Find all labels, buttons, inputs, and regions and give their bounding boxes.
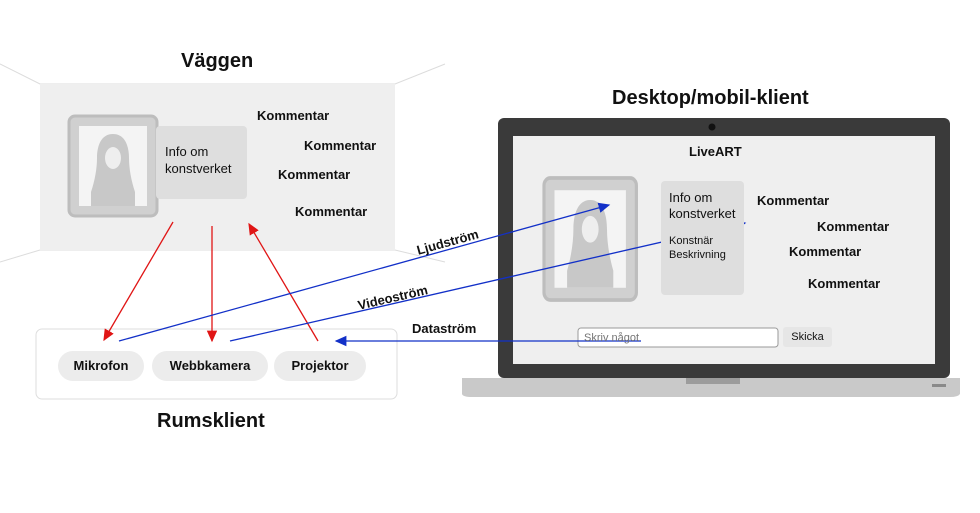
wall-comment: Kommentar — [257, 108, 330, 123]
desktop-title: Desktop/mobil-klient — [612, 87, 809, 109]
message-input[interactable] — [579, 329, 778, 346]
arrow-audio-stream — [118, 202, 611, 342]
wall-title: Väggen — [181, 50, 254, 72]
laptop-led — [932, 384, 946, 387]
room-client-title: Rumsklient — [157, 410, 265, 432]
laptop-camera-icon — [708, 123, 716, 131]
desktop-comment: Kommentar — [757, 193, 830, 208]
desktop-info-line-1: Info om — [669, 190, 713, 205]
desktop-send-bg — [783, 327, 832, 347]
app-name: LiveART — [689, 144, 742, 159]
device-microphone: Mikrofon — [58, 351, 144, 381]
desktop-artwork-frame — [542, 176, 639, 302]
laptop-trackpad-notch — [686, 378, 740, 384]
wall-info-line-1: Info om — [165, 144, 209, 159]
desktop-info-line-2: konstverket — [669, 206, 736, 221]
desktop-comment: Kommentar — [789, 244, 862, 259]
wall-comment: Kommentar — [278, 167, 351, 182]
wall-perspective-bottom — [0, 249, 446, 263]
send-button[interactable]: Skicka — [791, 331, 824, 343]
artist-label: Konstnär — [669, 235, 714, 247]
wall-info-box: Info om konstverket — [156, 126, 247, 199]
device-webcam: Webbkamera — [152, 351, 268, 381]
device-projector: Projektor — [274, 351, 366, 381]
wall-comment: Kommentar — [295, 204, 368, 219]
wall-comment: Kommentar — [304, 138, 377, 153]
data-stream-label: Dataström — [412, 321, 477, 336]
wall-artwork-frame — [67, 114, 159, 218]
desktop-comment: Kommentar — [817, 219, 890, 234]
wall-info-line-2: konstverket — [165, 161, 232, 176]
arrow-video-stream — [229, 220, 747, 342]
arrow-wall-to-microphone — [103, 221, 174, 342]
arrow-projector-to-wall — [248, 222, 319, 342]
desktop-info-box: Info om konstverket Konstnär Beskrivning — [661, 181, 744, 295]
room-client-container — [35, 328, 398, 400]
description-label: Beskrivning — [669, 249, 726, 261]
desktop-comment: Kommentar — [808, 276, 881, 291]
laptop-base — [462, 378, 960, 397]
